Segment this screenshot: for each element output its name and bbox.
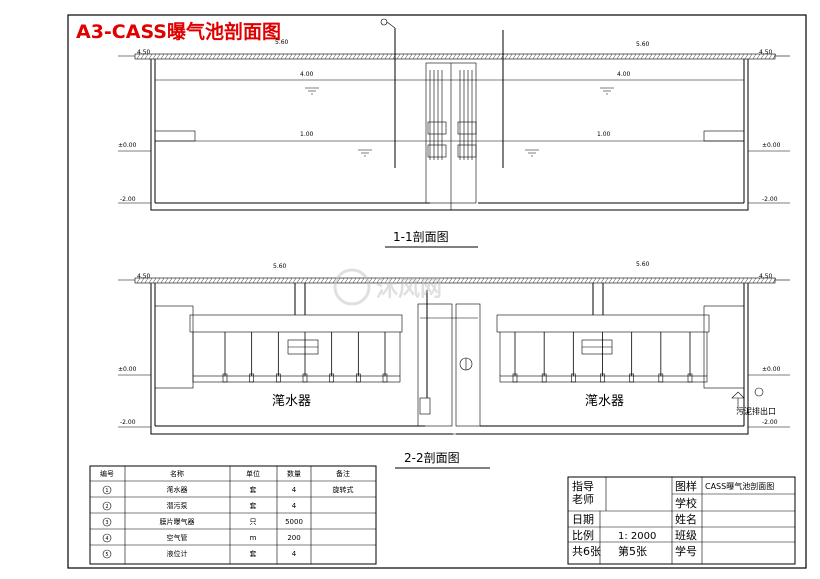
title-block: 指导老师 图样 CASS曝气池剖面图 学校 日期 姓名 比例 1: 2000 班… bbox=[567, 476, 796, 565]
tb-student-no-label: 学号 bbox=[675, 544, 697, 558]
table-cell: 3 bbox=[105, 520, 108, 526]
section-1-caption: 1-1剖面图 bbox=[393, 230, 449, 244]
tb-scale-value: 1: 2000 bbox=[618, 531, 656, 542]
tb-scale-label: 比例 bbox=[572, 528, 594, 542]
sludge-outlet-label: 污泥排出口 bbox=[736, 406, 776, 416]
elev2-bottom-right: -2.00 bbox=[762, 419, 778, 426]
elev-ground-left: ±0.00 bbox=[118, 142, 137, 149]
table-cell: 套 bbox=[250, 501, 257, 510]
table-cell: 1 bbox=[105, 488, 108, 494]
elev2-ground-left: ±0.00 bbox=[118, 366, 137, 373]
elev2-top-mid-left: 5.60 bbox=[273, 263, 287, 270]
tb-instructor-label: 指导老师 bbox=[572, 479, 594, 506]
table-cell: 4 bbox=[292, 550, 297, 558]
row-number-circle bbox=[102, 485, 112, 495]
elev-water-low-right: 1.00 bbox=[597, 131, 611, 138]
elev2-top-right: 4.50 bbox=[759, 273, 773, 280]
table-cell: 2 bbox=[105, 504, 108, 510]
section-2-2: 4.50 4.50 5.60 5.60 ±0.00 ±0.00 -2.00 -2… bbox=[118, 261, 790, 469]
elev-top-mid: 5.60 bbox=[636, 41, 650, 48]
tb-drawing-name-value: CASS曝气池剖面图 bbox=[705, 481, 774, 491]
watermark-text: 沐风网 bbox=[376, 277, 442, 302]
watermark: 沐风网 bbox=[333, 268, 442, 306]
table-cell: 液位计 bbox=[167, 549, 188, 558]
table-header-cell: 数量 bbox=[287, 469, 301, 478]
row-number-circle bbox=[102, 549, 112, 559]
table-cell: 5000 bbox=[285, 518, 303, 526]
elev-water-high-left: 4.00 bbox=[300, 71, 314, 78]
table-cell: 200 bbox=[287, 534, 300, 542]
table-header-cell: 单位 bbox=[246, 469, 260, 478]
table-cell: 空气管 bbox=[167, 533, 188, 542]
tb-sheets-label: 共6张 bbox=[572, 545, 601, 558]
elev-bottom-right: -2.00 bbox=[762, 196, 778, 203]
tb-class-label: 班级 bbox=[675, 529, 697, 542]
table-header-cell: 名称 bbox=[170, 469, 184, 478]
table-cell: 潜污泵 bbox=[167, 501, 188, 510]
elev2-bottom-left: -2.00 bbox=[120, 419, 136, 426]
elev-top-left: 4.50 bbox=[137, 49, 151, 56]
table-cell: 4 bbox=[292, 502, 297, 510]
tb-school-label: 学校 bbox=[675, 496, 697, 510]
elev-top-right: 4.50 bbox=[759, 49, 773, 56]
tb-name-label: 姓名 bbox=[675, 512, 697, 526]
elev-bottom-left: -2.00 bbox=[120, 196, 136, 203]
elev-top-small: 5.60 bbox=[275, 39, 289, 46]
drawing-title: A3-CASS曝气池剖面图 bbox=[76, 20, 281, 43]
elev2-top-left: 4.50 bbox=[137, 273, 151, 280]
table-cell: 套 bbox=[250, 485, 257, 494]
table-cell: 滗水器 bbox=[167, 485, 188, 494]
elev2-top-mid-right: 5.60 bbox=[636, 261, 650, 268]
table-header-cell: 备注 bbox=[336, 469, 350, 478]
tb-drawing-name-label: 图样 bbox=[675, 479, 697, 493]
table-cell: 只 bbox=[250, 518, 257, 526]
elev2-ground-right: ±0.00 bbox=[762, 366, 781, 373]
decanter-label-left: 滗水器 bbox=[272, 394, 311, 409]
table-cell: 4 bbox=[292, 486, 297, 494]
decanter-label-right: 滗水器 bbox=[585, 394, 624, 409]
table-cell: 旋转式 bbox=[333, 485, 354, 494]
row-number-circle bbox=[102, 517, 112, 527]
watermark-logo-icon bbox=[333, 268, 371, 306]
table-cell: m bbox=[250, 534, 257, 542]
table-cell: 膜片曝气器 bbox=[160, 517, 195, 526]
section-1-1: 4.50 4.50 5.60 5.60 4.00 4.00 1.00 1.00 … bbox=[118, 18, 790, 248]
elev-water-low-left: 1.00 bbox=[300, 131, 314, 138]
tb-sheet-no-label: 第5张 bbox=[618, 544, 647, 558]
table-cell: 5 bbox=[105, 552, 108, 558]
elev-ground-right: ±0.00 bbox=[762, 142, 781, 149]
table-header-cell: 编号 bbox=[100, 469, 114, 478]
section-2-caption: 2-2剖面图 bbox=[404, 451, 460, 465]
tb-date-label: 日期 bbox=[572, 513, 594, 526]
table-cell: 套 bbox=[250, 549, 257, 558]
elev-water-high-right: 4.00 bbox=[617, 71, 631, 78]
table-cell: 4 bbox=[105, 536, 108, 542]
row-number-circle bbox=[102, 501, 112, 511]
row-number-circle bbox=[102, 533, 112, 543]
sheet-border bbox=[67, 14, 807, 569]
